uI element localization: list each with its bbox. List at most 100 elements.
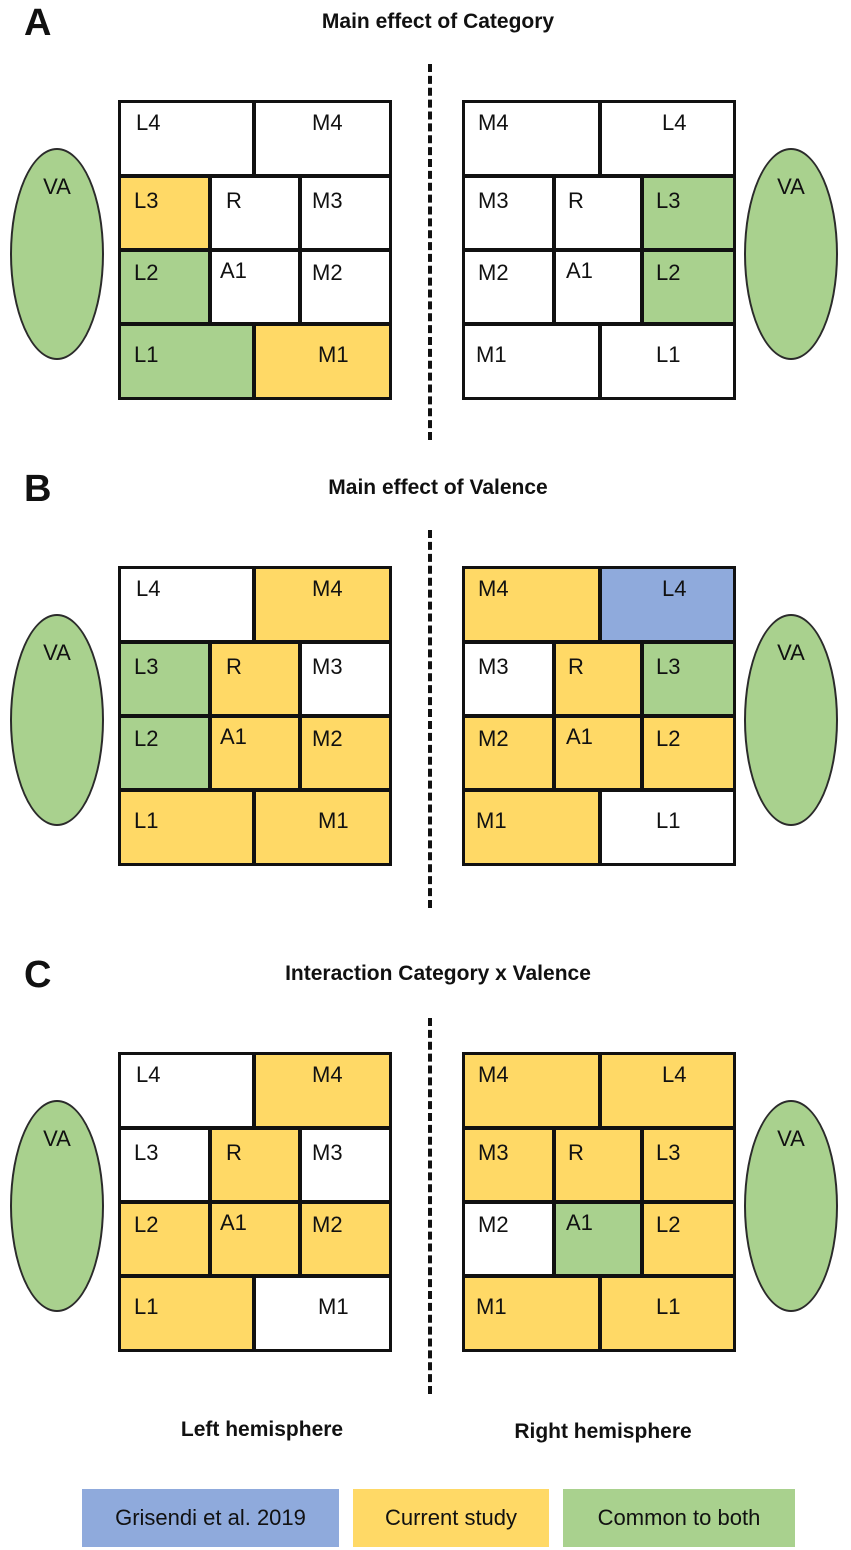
region-b-right-l4: L4 <box>600 566 736 642</box>
region-b-left-l3: L3 <box>118 642 210 716</box>
region-label: L2 <box>134 1212 159 1237</box>
region-a-right-r: R <box>554 176 642 250</box>
region-c-left-m1: M1 <box>254 1276 392 1352</box>
region-b-left-m2: M2 <box>300 716 392 790</box>
region-a-left-m1: M1 <box>254 324 392 400</box>
region-label: L4 <box>662 576 687 601</box>
region-a-right-a1: A1 <box>554 250 642 324</box>
region-label: A1 <box>566 1210 593 1235</box>
region-label: M4 <box>478 576 509 601</box>
region-a-left-l4: L4 <box>118 100 254 176</box>
region-label: L1 <box>134 808 159 833</box>
region-label: M3 <box>478 188 509 213</box>
region-label: R <box>568 654 584 679</box>
region-label: L4 <box>136 110 161 135</box>
va-a-right-ellipse: VA <box>744 148 838 360</box>
region-label: L3 <box>656 188 681 213</box>
region-label: M1 <box>318 1294 349 1319</box>
region-label: M1 <box>476 1294 507 1319</box>
region-label: L1 <box>656 342 681 367</box>
region-b-left-m4: M4 <box>254 566 392 642</box>
region-b-right-l2: L2 <box>642 716 736 790</box>
region-label: L1 <box>134 1294 159 1319</box>
region-a-right-l1: L1 <box>600 324 736 400</box>
region-label: L1 <box>656 808 681 833</box>
legend-grisendi: Grisendi et al. 2019 <box>82 1489 339 1547</box>
region-c-right-a1: A1 <box>554 1202 642 1276</box>
region-a-left-m3: M3 <box>300 176 392 250</box>
region-label: M2 <box>478 726 509 751</box>
region-b-left-m3: M3 <box>300 642 392 716</box>
region-label: M4 <box>312 576 343 601</box>
region-c-right-l1: L1 <box>600 1276 736 1352</box>
region-a-left-a1: A1 <box>210 250 300 324</box>
region-label: M4 <box>478 110 509 135</box>
region-c-right-m3: M3 <box>462 1128 554 1202</box>
region-a-right-m4: M4 <box>462 100 600 176</box>
region-label: L4 <box>662 1062 687 1087</box>
left-hemisphere-label: Left hemisphere <box>180 1418 344 1441</box>
region-label: L1 <box>656 1294 681 1319</box>
region-c-left-m3: M3 <box>300 1128 392 1202</box>
region-label: L3 <box>656 1140 681 1165</box>
va-label: VA <box>777 640 805 665</box>
right-hemisphere-label: Right hemisphere <box>514 1420 692 1443</box>
region-b-left-l2: L2 <box>118 716 210 790</box>
region-label: L2 <box>134 726 159 751</box>
region-a-right-m2: M2 <box>462 250 554 324</box>
region-label: M3 <box>312 1140 343 1165</box>
region-label: L2 <box>656 726 681 751</box>
region-a-left-l3: L3 <box>118 176 210 250</box>
region-label: M4 <box>478 1062 509 1087</box>
region-b-right-m4: M4 <box>462 566 600 642</box>
region-label: M4 <box>312 110 343 135</box>
region-a-left-m4: M4 <box>254 100 392 176</box>
region-label: L4 <box>136 1062 161 1087</box>
region-c-left-l2: L2 <box>118 1202 210 1276</box>
region-b-right-m1: M1 <box>462 790 600 866</box>
panel-c-title: Interaction Category x Valence <box>285 962 591 985</box>
region-label: R <box>568 1140 584 1165</box>
region-a-left-l1: L1 <box>118 324 254 400</box>
va-label: VA <box>43 1126 71 1151</box>
va-label: VA <box>43 640 71 665</box>
va-b-right-ellipse: VA <box>744 614 838 826</box>
region-c-left-l1: L1 <box>118 1276 254 1352</box>
region-c-right-m2: M2 <box>462 1202 554 1276</box>
region-label: A1 <box>220 724 247 749</box>
va-label: VA <box>777 1126 805 1151</box>
region-label: L3 <box>134 1140 159 1165</box>
panel-b-title: Main effect of Valence <box>328 476 548 499</box>
region-label: L3 <box>134 188 159 213</box>
region-label: M3 <box>312 188 343 213</box>
region-label: A1 <box>566 724 593 749</box>
region-label: M1 <box>318 342 349 367</box>
panel-a-title: Main effect of Category <box>321 10 555 33</box>
region-a-right-l3: L3 <box>642 176 736 250</box>
region-label: M2 <box>478 1212 509 1237</box>
va-c-left-ellipse: VA <box>10 1100 104 1312</box>
region-label: L4 <box>136 576 161 601</box>
region-c-left-m4: M4 <box>254 1052 392 1128</box>
panel-b-midline <box>428 530 432 908</box>
region-label: M2 <box>312 1212 343 1237</box>
region-a-left-l2: L2 <box>118 250 210 324</box>
region-label: L3 <box>134 654 159 679</box>
region-label: L2 <box>656 260 681 285</box>
region-label: A1 <box>220 258 247 283</box>
region-label: M1 <box>318 808 349 833</box>
region-label: A1 <box>220 1210 247 1235</box>
region-a-right-l2: L2 <box>642 250 736 324</box>
region-b-right-m3: M3 <box>462 642 554 716</box>
region-c-left-a1: A1 <box>210 1202 300 1276</box>
region-label: L4 <box>662 110 687 135</box>
region-label: M2 <box>478 260 509 285</box>
panel-c-letter: C <box>24 954 52 996</box>
region-label: R <box>226 654 242 679</box>
region-a-right-m3: M3 <box>462 176 554 250</box>
region-label: M4 <box>312 1062 343 1087</box>
region-label: A1 <box>566 258 593 283</box>
region-c-right-l3: L3 <box>642 1128 736 1202</box>
panel-a-midline <box>428 64 432 440</box>
region-c-right-r: R <box>554 1128 642 1202</box>
